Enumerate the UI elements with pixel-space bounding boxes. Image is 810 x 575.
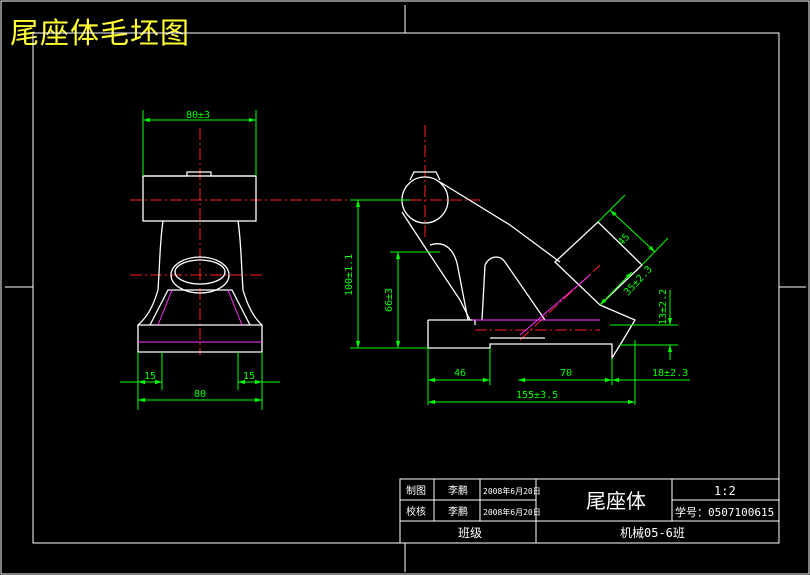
dim-base-mid: 70: [560, 368, 572, 379]
dim-base-right: 18±2.3: [652, 368, 688, 379]
drawn-name: 李鹏: [448, 484, 468, 497]
part-name: 尾座体: [586, 489, 646, 513]
drawn-label: 制图: [406, 484, 426, 497]
scale: 1:2: [714, 484, 736, 498]
dim-right-height: 13±2.2: [658, 289, 669, 325]
checked-label: 校核: [406, 505, 426, 518]
drawn-date: 2008年6月20日: [483, 486, 541, 496]
student-no: 学号：0507100615: [675, 505, 774, 519]
dim-base-left: 46: [454, 368, 466, 379]
dim-right-15: 15: [243, 371, 255, 382]
dim-height-total: 100±1.1: [344, 254, 355, 296]
dim-base-total: 155±3.5: [516, 390, 558, 401]
dim-boss-dia: 45: [616, 232, 632, 248]
dim-height-mid: 66±3: [384, 288, 395, 312]
front-view: 80±3 15 80 15: [120, 110, 280, 410]
dim-top-width: 80±3: [186, 110, 210, 121]
side-view: 100±1.1 66±3 46 70 18±2.3 155±3.5 13±2.2…: [344, 125, 690, 405]
dim-bottom-80: 80: [194, 389, 206, 400]
class-value: 机械05-6班: [620, 525, 685, 540]
checked-name: 李鹏: [448, 505, 468, 518]
title-block: [399, 478, 780, 544]
dim-left-15: 15: [144, 371, 156, 382]
checked-date: 2008年6月20日: [483, 507, 541, 517]
class-label: 班级: [458, 526, 482, 540]
